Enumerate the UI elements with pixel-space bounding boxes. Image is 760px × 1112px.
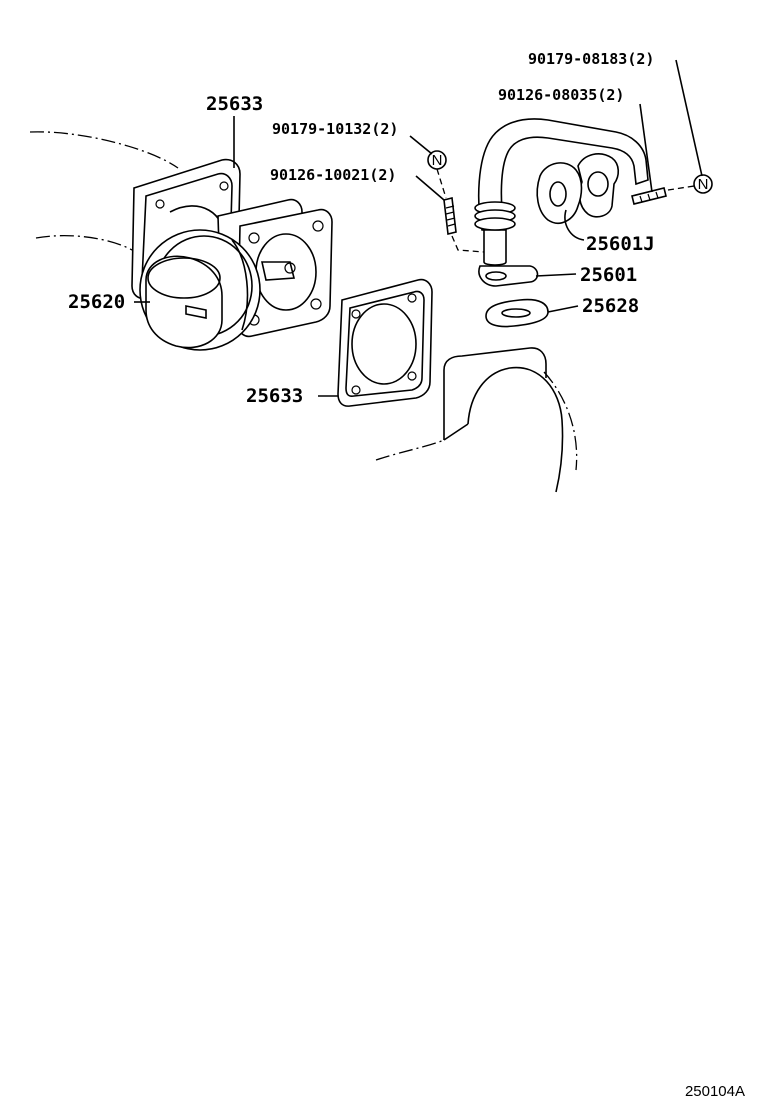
label-pipe-flange-gasket: 25628 — [582, 295, 639, 317]
svg-text:N: N — [432, 152, 443, 169]
svg-text:N: N — [698, 176, 709, 193]
egr-valve-assembly — [131, 158, 333, 351]
label-gasket-lower: 25633 — [246, 385, 303, 407]
new-part-marker-right: N — [693, 174, 713, 194]
diagram-reference-code: 250104A — [685, 1083, 745, 1100]
label-bolt-upper-left: 90179-10132(2) — [272, 120, 398, 138]
label-stud-left: 90126-10021(2) — [270, 166, 396, 184]
label-egr-valve: 25620 — [68, 291, 125, 313]
egr-pipe — [474, 118, 649, 287]
label-egr-pipe: 25601 — [580, 264, 637, 286]
label-gasket-upper: 25633 — [206, 93, 263, 115]
stud-left — [443, 197, 485, 253]
leader-lines — [134, 59, 703, 397]
stud-right — [631, 187, 667, 205]
engine-outline — [29, 131, 578, 493]
pipe-flange-gasket — [485, 298, 549, 328]
label-nut-right: 90179-08183(2) — [528, 50, 654, 68]
dash-to-left-marker — [436, 168, 447, 199]
pipe-gasket — [536, 162, 583, 224]
lower-gasket — [337, 278, 433, 407]
dash-to-right-marker — [667, 185, 695, 191]
label-pipe-gasket: 25601J — [586, 233, 655, 255]
label-stud-right: 90126-08035(2) — [498, 86, 624, 104]
